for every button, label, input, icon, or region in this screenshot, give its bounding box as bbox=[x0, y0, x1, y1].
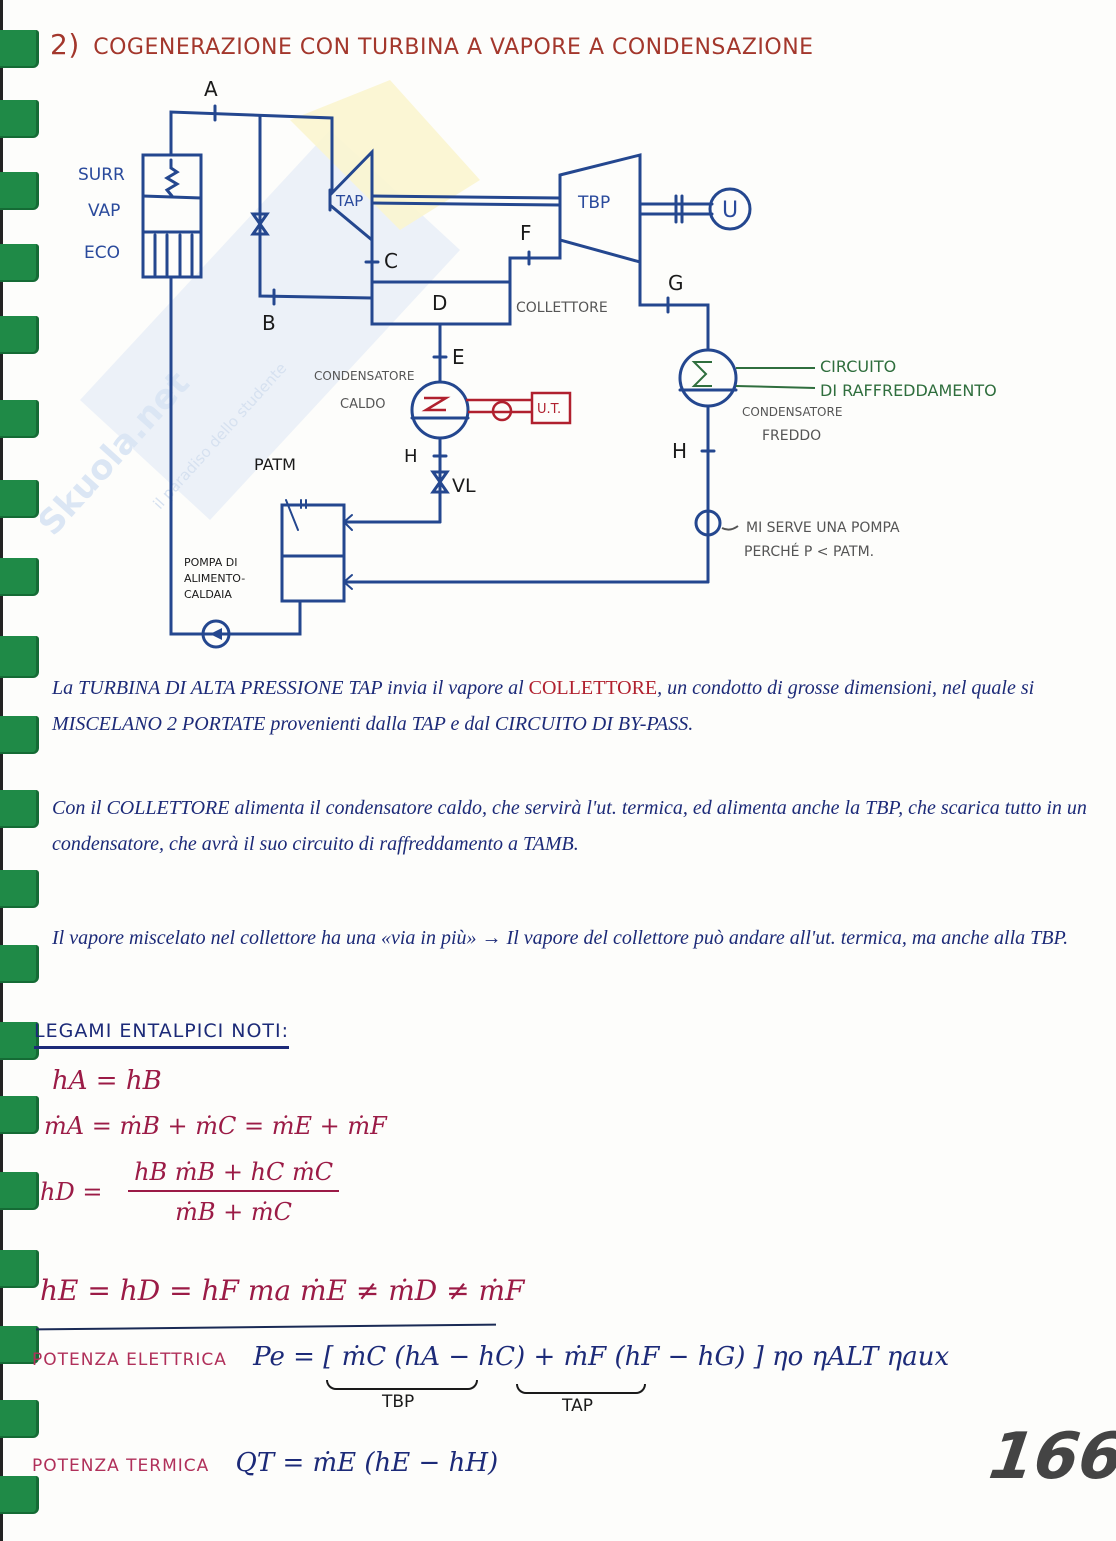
notebook-binding bbox=[0, 0, 44, 1541]
brace-label-tbp: TBP bbox=[382, 1392, 415, 1412]
label-collector: COLLETTORE bbox=[516, 300, 608, 316]
point-c: C bbox=[384, 249, 398, 273]
label-evaporator: VAP bbox=[88, 201, 120, 221]
binding-tab bbox=[0, 1172, 39, 1210]
equation-enthalpy-d: hD = hB ṁB + hC ṁC ṁB + ṁC bbox=[40, 1158, 340, 1226]
fraction-denominator: ṁB + ṁC bbox=[175, 1198, 293, 1226]
binding-tab bbox=[0, 1250, 39, 1288]
label-atm-pressure: PATM bbox=[254, 455, 296, 474]
divider bbox=[36, 1323, 496, 1331]
binding-spine bbox=[0, 0, 3, 1541]
paragraph-mixed-steam: Il vapore miscelato nel collettore ha un… bbox=[52, 927, 1069, 949]
point-b: B bbox=[262, 311, 276, 335]
point-e: E bbox=[452, 345, 465, 369]
section-number: 2) bbox=[50, 28, 80, 61]
label-cooling-circuit-2: DI RAFFREDDAMENTO bbox=[820, 381, 997, 400]
binding-tab bbox=[0, 480, 39, 518]
degasser-tank bbox=[280, 503, 346, 603]
label-hot-condenser-1: CONDENSATORE bbox=[314, 369, 414, 383]
condensate-pump-icon bbox=[694, 509, 722, 537]
equation-thermal-power: POTENZA TERMICA QT = ṁE (hE − hH) bbox=[32, 1448, 499, 1478]
binding-tab bbox=[0, 636, 39, 678]
label-lamination-valve: VL bbox=[452, 475, 476, 497]
thermal-user bbox=[530, 391, 572, 425]
label-electric-power: POTENZA ELETTRICA bbox=[32, 1350, 227, 1370]
thermal-pump-icon bbox=[491, 400, 513, 422]
cold-condenser bbox=[678, 348, 738, 408]
paragraph-hp-turbine: La TURBINA DI ALTA PRESSIONE TAP invia i… bbox=[52, 677, 1035, 735]
label-hot-condenser-2: CALDO bbox=[340, 397, 385, 412]
point-h-cold: H bbox=[672, 439, 687, 463]
binding-tab bbox=[0, 172, 39, 210]
equation-enthalpy-ab: hA = hB bbox=[52, 1066, 162, 1096]
superheater-coil bbox=[164, 158, 180, 198]
equation-electric-power: POTENZA ELETTRICA Pe = [ ṁC (hA − hC) + … bbox=[32, 1342, 950, 1372]
binding-tab bbox=[0, 1476, 39, 1514]
binding-tab bbox=[0, 558, 39, 596]
label-cold-condenser-2: FREDDO bbox=[762, 428, 821, 444]
label-cooling-circuit-1: CIRCUITO bbox=[820, 357, 896, 376]
label-thermal-power: POTENZA TERMICA bbox=[32, 1456, 210, 1476]
bypass-valve-icon bbox=[250, 212, 270, 236]
binding-tab bbox=[0, 244, 39, 282]
label-thermal-user: U.T. bbox=[537, 402, 561, 417]
label-feed-pump-3: CALDAIA bbox=[184, 588, 232, 601]
binding-tab bbox=[0, 1096, 39, 1134]
label-generator: U bbox=[722, 198, 738, 223]
label-tap: TAP bbox=[335, 192, 363, 210]
binding-tab bbox=[0, 316, 39, 354]
label-feed-pump-1: POMPA DI bbox=[184, 556, 237, 569]
point-g: G bbox=[668, 271, 684, 295]
pump-note-2: PERCHÉ P < PATM. bbox=[744, 543, 874, 560]
brace-tap bbox=[516, 1384, 646, 1394]
label-feed-pump-2: ALIMENTO- bbox=[184, 572, 245, 585]
label-economizer: ECO bbox=[84, 243, 120, 263]
section-heading: LEGAMI ENTALPICI NOTI: bbox=[34, 1020, 290, 1049]
binding-tab bbox=[0, 400, 39, 438]
binding-tab bbox=[0, 790, 39, 828]
highlight-collector: COLLETTORE bbox=[528, 677, 658, 699]
brace-tbp bbox=[326, 1380, 478, 1390]
point-f: F bbox=[520, 221, 532, 245]
binding-tab bbox=[0, 1400, 39, 1438]
brace-label-tap: TAP bbox=[562, 1396, 593, 1416]
label-tbp: TBP bbox=[577, 193, 610, 213]
section-title: COGENERAZIONE CON TURBINA A VAPORE A CON… bbox=[93, 35, 814, 60]
page-title: 2) COGENERAZIONE CON TURBINA A VAPORE A … bbox=[50, 28, 814, 61]
binding-tab bbox=[0, 716, 39, 754]
lamination-valve-icon bbox=[430, 470, 450, 494]
label-superheater: SURR bbox=[78, 165, 125, 185]
binding-tab bbox=[0, 1326, 39, 1364]
fraction-numerator: hB ṁB + hC ṁC bbox=[128, 1158, 340, 1192]
pump-note-1: MI SERVE UNA POMPA bbox=[746, 520, 900, 536]
point-d: D bbox=[432, 291, 447, 315]
page-number: 166 bbox=[984, 1420, 1116, 1494]
generator bbox=[708, 187, 752, 231]
equation-mass-balance: ṁA = ṁB + ṁC = ṁE + ṁF bbox=[44, 1112, 387, 1140]
point-h-hot: H bbox=[404, 446, 418, 467]
binding-tab bbox=[0, 945, 39, 983]
paragraph-collector: Con il COLLETTORE alimenta il condensato… bbox=[52, 797, 1087, 855]
feed-pump-icon bbox=[201, 619, 231, 649]
binding-tab bbox=[0, 870, 39, 908]
point-a: A bbox=[204, 77, 218, 101]
equation-enthalpy-efd: hE = hD = hF ma ṁE ≠ ṁD ≠ ṁF bbox=[40, 1274, 525, 1307]
binding-tab bbox=[0, 100, 39, 138]
plant-schematic: SURR VAP ECO A B C D E F G H H TAP TBP U… bbox=[78, 77, 997, 649]
binding-tab bbox=[0, 1022, 39, 1060]
binding-tab bbox=[0, 30, 39, 68]
label-cold-condenser-1: CONDENSATORE bbox=[742, 405, 842, 419]
